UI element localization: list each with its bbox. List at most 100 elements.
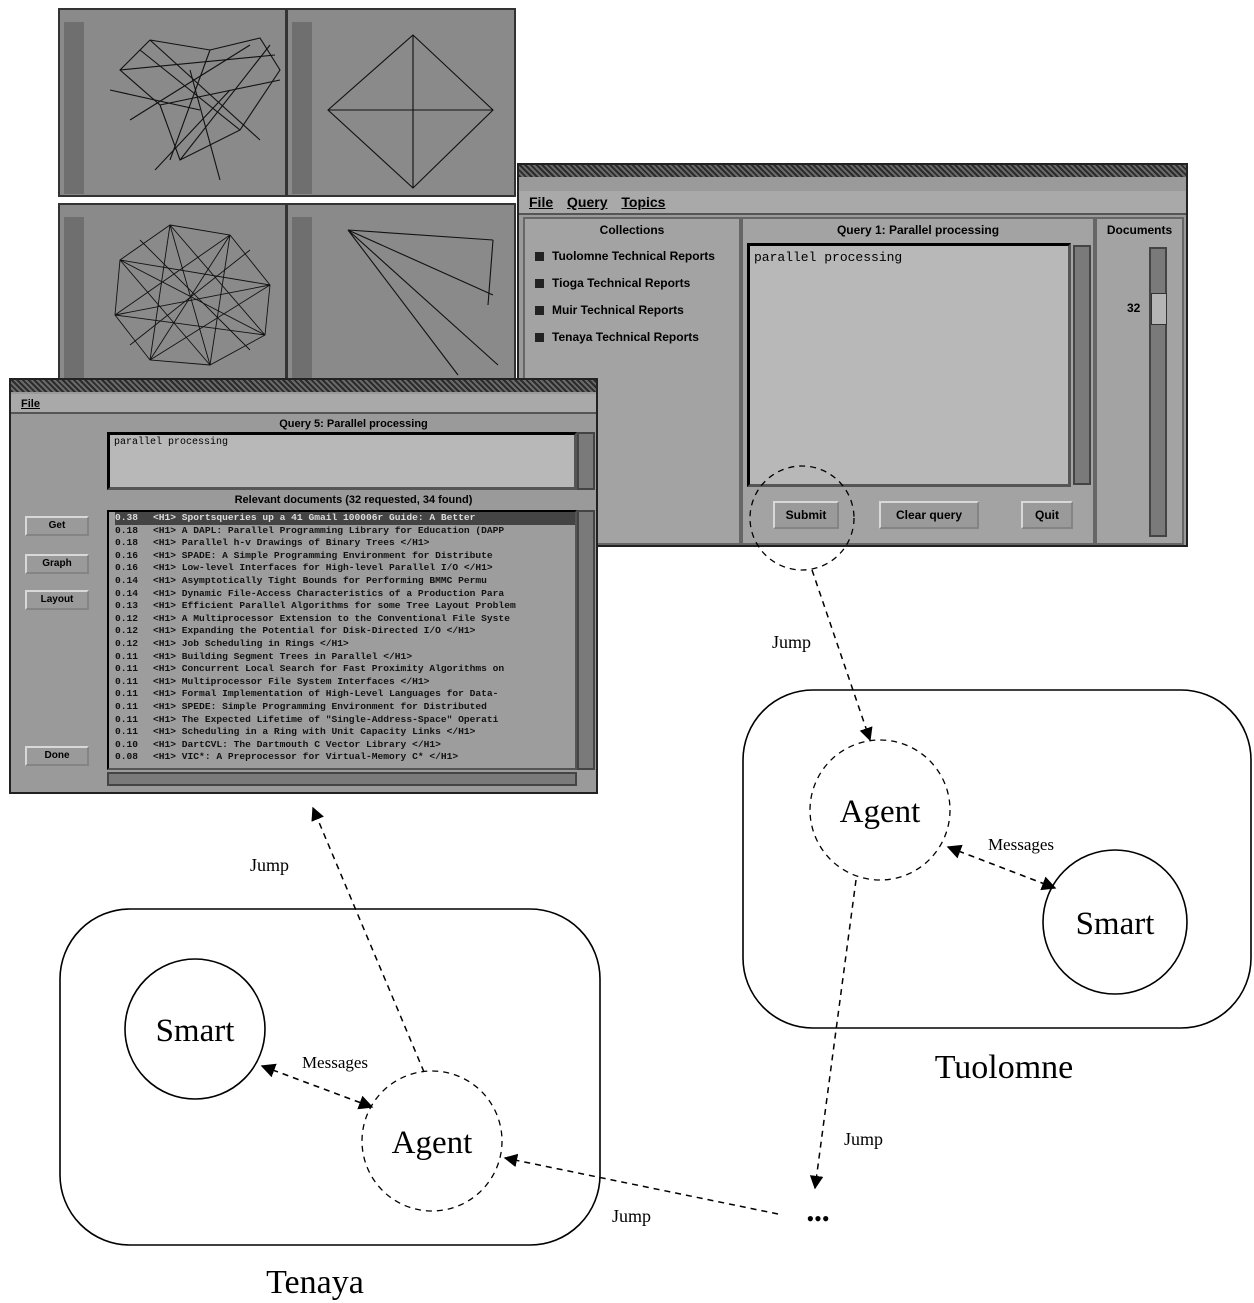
results-window-titlebar[interactable]	[11, 380, 596, 392]
document-row[interactable]: 0.38 <H1> Sportsqueries up a 41 Gmail 100…	[115, 512, 575, 525]
results-query-textarea[interactable]: parallel processing	[107, 432, 577, 490]
document-row[interactable]: 0.12<H1> Expanding the Potential for Dis…	[115, 625, 575, 638]
document-score: 0.11	[115, 726, 139, 738]
documents-pane: Documents 32	[1095, 217, 1184, 545]
jump-arrow-submit-to-tuolomne	[811, 569, 873, 742]
agent-label-tenaya: Agent	[392, 1125, 473, 1161]
host-box-tuolomne	[742, 689, 1252, 1029]
document-title: <H1> Efficient Parallel Algorithms for s…	[153, 600, 516, 612]
relevant-header: Relevant documents (32 requested, 34 fou…	[234, 494, 473, 506]
done-button[interactable]: Done	[25, 746, 89, 766]
document-score: 0.12	[115, 637, 139, 649]
layout-button[interactable]: Layout	[25, 590, 89, 610]
messages-arrow-tuolomne	[946, 844, 1057, 891]
document-row[interactable]: 0.08<H1> VIC*: A Preprocessor for Virtua…	[115, 751, 575, 764]
document-row[interactable]: 0.13<H1> Efficient Parallel Algorithms f…	[115, 600, 575, 613]
menu-file[interactable]: File	[529, 194, 554, 210]
documents-vscrollbar[interactable]	[577, 510, 595, 770]
document-row[interactable]: 0.14 <H1> Dynamic File-Access Characteris…	[115, 588, 575, 601]
document-score: 0.11	[115, 650, 139, 662]
query-pane: Query 1: Parallel processing parallel pr…	[741, 217, 1095, 545]
results-window: File Query 5: Parallel processing parall…	[9, 378, 598, 794]
document-score: 0.11	[115, 700, 139, 712]
search-menubar: File Query Topics	[519, 191, 1186, 215]
document-score: 0.14	[115, 587, 139, 599]
document-title: <H1> Sportsqueries up a 41 Gmail 100006r…	[153, 512, 476, 523]
document-row[interactable]: 0.16<H1> Low-level Interfaces for High-l…	[115, 562, 575, 575]
document-title: <H1> Parallel h-v Drawings of Binary Tre…	[153, 537, 430, 549]
query-scrollbar[interactable]	[1073, 245, 1091, 485]
jump-label-2: Jump	[250, 855, 289, 875]
messages-arrow-tenaya	[260, 1063, 374, 1110]
document-row[interactable]: 0.12<H1> A Multiprocessor Extension to t…	[115, 613, 575, 626]
document-score: 0.11	[115, 713, 139, 725]
document-title: <H1> Dynamic File-Access Characteristics…	[153, 587, 505, 599]
documents-list[interactable]: 0.38 <H1> Sportsqueries up a 41 Gmail 100…	[107, 510, 577, 770]
slider-thumb[interactable]	[1151, 293, 1167, 325]
results-query-scrollbar[interactable]	[577, 432, 595, 490]
document-row[interactable]: 0.11<H1> Concurrent Local Search for Fas…	[115, 663, 575, 676]
documents-hscrollbar[interactable]	[107, 772, 577, 786]
collection-item-tioga[interactable]: Tioga Technical Reports	[535, 276, 690, 290]
jump-label-1: Jump	[772, 632, 811, 652]
document-row[interactable]: 0.14<H1> Asymptotically Tight Bounds for…	[115, 575, 575, 588]
graph-complex-2	[64, 217, 271, 381]
document-row[interactable]: 0.18 <H1> Parallel h-v Drawings of Binary…	[115, 537, 575, 550]
graph-panel-3	[58, 203, 287, 383]
document-row[interactable]: 0.11<H1> Building Segment Trees in Paral…	[115, 651, 575, 664]
document-score: 0.16	[115, 562, 139, 574]
jump-label-3: Jump	[844, 1129, 883, 1149]
document-row[interactable]: 0.16<H1> SPADE: A Simple Programming Env…	[115, 550, 575, 563]
documents-count: 32	[1127, 301, 1141, 315]
query-textarea[interactable]: parallel processing	[747, 243, 1071, 487]
checkbox-icon[interactable]	[535, 333, 544, 343]
get-button[interactable]: Get	[25, 516, 89, 536]
document-title: <H1> Multiprocessor File System Interfac…	[153, 675, 430, 687]
graph-button[interactable]: Graph	[25, 554, 89, 574]
menu-topics[interactable]: Topics	[621, 194, 666, 210]
document-title: <H1> Formal Implementation of High-Level…	[153, 688, 499, 700]
menu-query[interactable]: Query	[567, 194, 608, 210]
document-row[interactable]: 0.11<H1> Scheduling in a Ring with Unit …	[115, 726, 575, 739]
document-row[interactable]: 0.11<H1> Formal Implementation of High-L…	[115, 688, 575, 701]
document-row[interactable]: 0.12<H1> Job Scheduling in Rings </H1>	[115, 638, 575, 651]
document-score: 0.18	[115, 524, 139, 536]
document-title: <H1> DartCVL: The Dartmouth C Vector Lib…	[153, 738, 441, 750]
smart-label-tuolomne: Smart	[1076, 906, 1155, 942]
document-title: <H1> Asymptotically Tight Bounds for Per…	[153, 574, 487, 586]
collection-item-muir[interactable]: Muir Technical Reports	[535, 303, 684, 317]
document-title: <H1> Concurrent Local Search for Fast Pr…	[153, 663, 505, 675]
checkbox-icon[interactable]	[535, 306, 544, 316]
smart-circle-tenaya	[124, 958, 266, 1100]
search-window-titlebar[interactable]	[519, 165, 1186, 177]
document-title: <H1> SPEDE: Simple Programming Environme…	[153, 700, 487, 712]
document-row[interactable]: 0.11<H1> Multiprocessor File System Inte…	[115, 676, 575, 689]
document-score: 0.38	[115, 512, 139, 523]
document-title: <H1> SPADE: A Simple Programming Environ…	[153, 549, 493, 561]
collection-item-tuolomne[interactable]: Tuolomne Technical Reports	[535, 249, 715, 263]
site-label-tuolomne: Tuolomne	[935, 1049, 1074, 1086]
document-row[interactable]: 0.11 <H1> SPEDE: Simple Programming Envir…	[115, 701, 575, 714]
document-score: 0.18	[115, 537, 139, 549]
collection-item-tenaya[interactable]: Tenaya Technical Reports	[535, 330, 699, 344]
submit-button[interactable]: Submit	[773, 501, 839, 529]
ellipsis: •••	[806, 1206, 829, 1231]
document-score: 0.12	[115, 612, 139, 624]
documents-slider[interactable]	[1149, 247, 1167, 537]
document-row[interactable]: 0.18<H1> A DAPL: Parallel Programming Li…	[115, 525, 575, 538]
document-row[interactable]: 0.10<H1> DartCVL: The Dartmouth C Vector…	[115, 739, 575, 752]
checkbox-icon[interactable]	[535, 252, 544, 262]
graph-panel-2	[286, 8, 516, 197]
document-row[interactable]: 0.11<H1> The Expected Lifetime of "Singl…	[115, 714, 575, 727]
clear-query-button[interactable]: Clear query	[879, 501, 979, 529]
smart-circle-tuolomne	[1042, 849, 1188, 995]
results-menu-file[interactable]: File	[21, 398, 40, 410]
query-title: Query 1: Parallel processing	[836, 223, 1000, 237]
messages-label-tenaya: Messages	[302, 1053, 368, 1072]
jump-arrow-ellipsis-to-tenaya	[503, 1153, 779, 1215]
quit-button[interactable]: Quit	[1021, 501, 1073, 529]
messages-label-tuolomne: Messages	[988, 835, 1054, 854]
document-title: <H1> Expanding the Potential for Disk-Di…	[153, 625, 476, 637]
document-score: 0.08	[115, 751, 139, 763]
checkbox-icon[interactable]	[535, 279, 544, 289]
